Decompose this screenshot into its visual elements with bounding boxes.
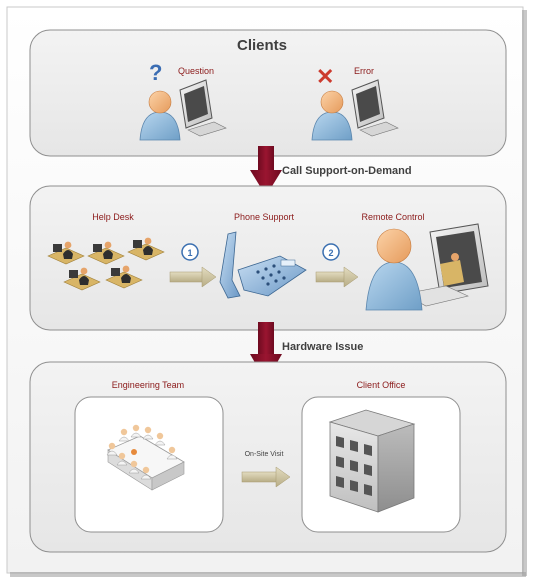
office-building-icon (328, 409, 416, 513)
phone-support-label: Phone Support (234, 212, 295, 222)
question-mark-icon: ? (149, 60, 162, 85)
clients-title: Clients (237, 37, 287, 54)
help-desk-to-phone-arrow (169, 266, 217, 288)
phone-to-remote-arrow (315, 266, 359, 288)
engineering-meeting-icon (106, 424, 185, 491)
remote-control-label: Remote Control (361, 212, 424, 222)
remote-control-operator-icon (365, 223, 489, 311)
svg-text:1: 1 (187, 248, 192, 258)
engineering-team-label: Engineering Team (112, 380, 184, 390)
step-2-badge: 2 (322, 243, 340, 261)
call-support-label: Call Support-on-Demand (282, 165, 412, 177)
question-client-icon: ? (139, 60, 227, 141)
svg-text:2: 2 (328, 248, 333, 258)
on-site-visit-label: On-Site Visit (245, 451, 284, 458)
call-support-arrow (250, 146, 282, 196)
on-site-visit-arrow (241, 466, 291, 488)
help-desk-label: Help Desk (92, 212, 134, 222)
client-office-label: Client Office (357, 380, 406, 390)
hardware-issue-label: Hardware Issue (282, 341, 363, 353)
step-1-badge: 1 (181, 243, 199, 261)
error-client-icon: ✕ (311, 64, 399, 141)
question-label: Question (178, 66, 214, 76)
error-label: Error (354, 66, 374, 76)
phone-icon (219, 231, 307, 299)
error-x-icon: ✕ (316, 64, 334, 89)
